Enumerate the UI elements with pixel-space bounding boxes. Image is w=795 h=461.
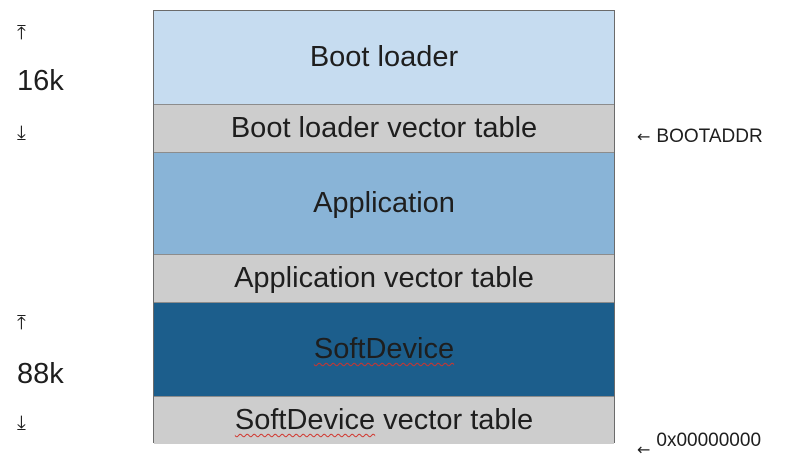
region-label: Boot loader vector table bbox=[230, 112, 538, 144]
region-boot-loader-vector-table: Boot loader vector table bbox=[154, 105, 614, 153]
region-label: Application vector table bbox=[234, 262, 534, 294]
region-label: SoftDevice bbox=[313, 333, 455, 365]
region-softdevice-vector-table: SoftDevice vector table bbox=[154, 397, 614, 444]
memory-map: Boot loader Boot loader vector table App… bbox=[153, 10, 615, 444]
softdevice-size-label: 88k bbox=[17, 358, 64, 390]
region-application: Application bbox=[154, 153, 614, 255]
region-softdevice: SoftDevice bbox=[154, 303, 614, 397]
left-arrow-icon: ← bbox=[637, 127, 651, 146]
bootaddr-label: ← BOOTADDR bbox=[637, 126, 763, 148]
bootloader-size-label: 16k bbox=[17, 65, 64, 97]
region-label: Boot loader bbox=[309, 41, 459, 73]
size-top-arrow-icon: ⤒ bbox=[17, 20, 26, 44]
region-label: SoftDevice vector table bbox=[235, 404, 533, 437]
size-bottom-arrow-icon: ⤓ bbox=[17, 120, 26, 144]
region-application-vector-table: Application vector table bbox=[154, 255, 614, 303]
left-arrow-icon: ← bbox=[637, 440, 651, 459]
region-label: Application bbox=[313, 187, 455, 219]
base-address-label: ← 0x00000000 bbox=[637, 430, 762, 459]
region-label-rest: vector table bbox=[375, 404, 534, 436]
region-boot-loader: Boot loader bbox=[154, 11, 614, 105]
size-top-arrow-icon: ⤒ bbox=[17, 310, 26, 334]
size-bottom-arrow-icon: ⤓ bbox=[17, 410, 26, 434]
region-label-word: SoftDevice bbox=[234, 404, 376, 436]
base-address-text: 0x00000000 bbox=[656, 430, 762, 451]
bootaddr-text: BOOTADDR bbox=[656, 126, 763, 147]
